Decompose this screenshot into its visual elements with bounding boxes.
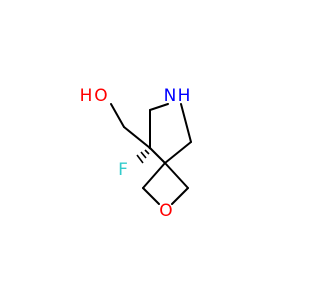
bond-c3-ring-o: [171, 187, 189, 205]
nitrogen-hydrogen-label: H: [178, 86, 191, 106]
bond-c8-spiro: [149, 147, 166, 164]
fluorine-label: F: [118, 160, 128, 180]
ring-oxygen-label: O: [159, 201, 172, 221]
bond-c9-n: [149, 103, 169, 111]
bond-spiro-c3: [164, 162, 189, 189]
nitrogen-label: N: [164, 86, 177, 106]
bond-oh-ch2: [110, 103, 125, 128]
oh-hydrogen-label: H: [80, 86, 93, 106]
molecule-diagram: H O N H F O: [80, 86, 192, 221]
bond-spiro-c1: [142, 162, 166, 189]
structure-canvas: H O N H F O: [79, 86, 192, 221]
bond-c1-ring-o: [142, 187, 160, 205]
bond-n-c7: [180, 103, 192, 143]
oh-oxygen-label: O: [94, 86, 107, 106]
bond-c7-spiro: [164, 141, 192, 164]
bond-ch2-c8: [123, 126, 151, 149]
stereo-hash-bond-c8-f: [136, 147, 152, 164]
